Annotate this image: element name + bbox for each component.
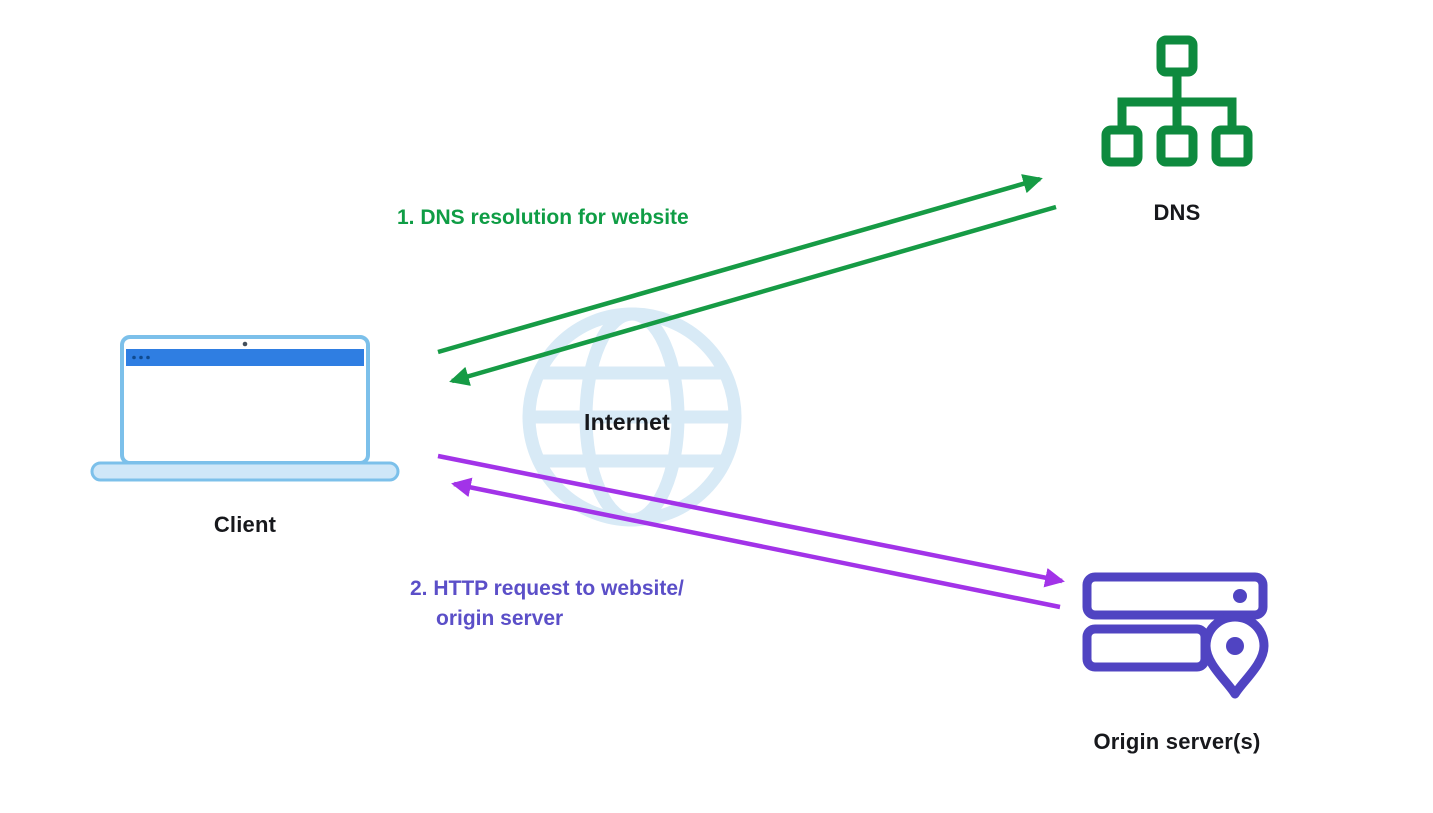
client-label: Client (213, 512, 277, 537)
location-pin-icon (1201, 612, 1269, 699)
dns-label: DNS (1153, 200, 1201, 225)
http-request-flow-label: 2. HTTP request to website/ origin serve… (410, 574, 684, 634)
dns-resolution-flow-label: 1. DNS resolution for website (397, 206, 689, 229)
arrow-origin-to-client (451, 477, 1061, 610)
http-request-flow-label-line1: 2. HTTP request to website/ (410, 577, 684, 600)
laptop-icon (90, 335, 400, 482)
arrow-client-to-dns (437, 174, 1043, 355)
origin-server-label: Origin server(s) (1093, 729, 1261, 754)
arrow-client-to-origin (437, 453, 1065, 588)
internet-label: Internet (584, 409, 670, 435)
server-stack-icon (1082, 572, 1269, 699)
http-request-flow-label-line2: origin server (436, 607, 564, 630)
arrow-dns-to-client (449, 204, 1057, 386)
dns-tree-icon (1101, 35, 1253, 167)
